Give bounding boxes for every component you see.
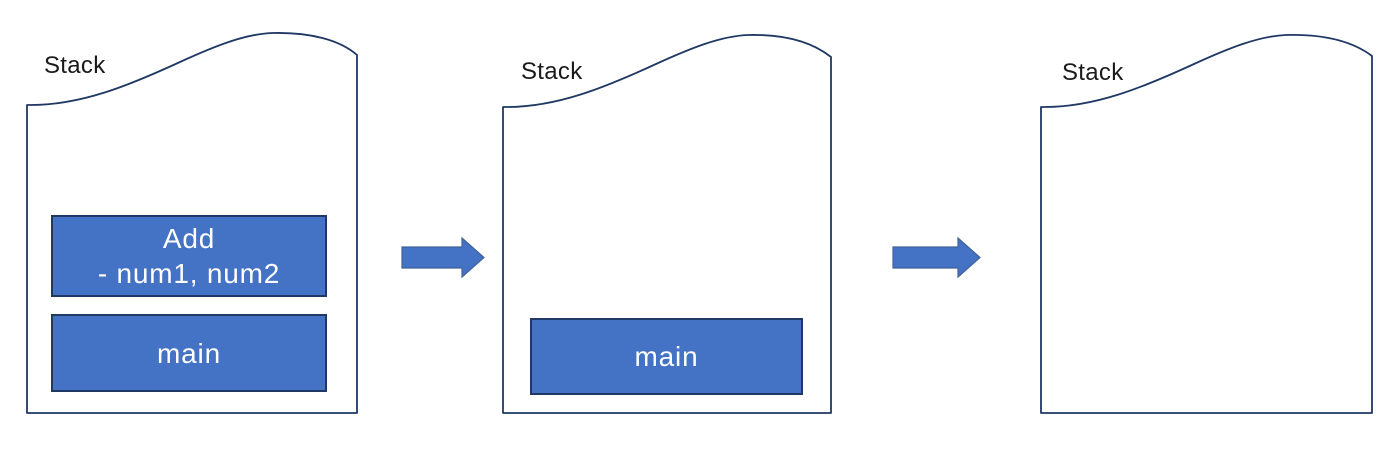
stack-label-2: Stack (521, 58, 583, 85)
stack-label-3: Stack (1062, 59, 1124, 86)
stack-frame-title: Add (162, 223, 216, 254)
stack-frame-title: main (634, 341, 699, 372)
stack-frame-main-1: main (51, 314, 327, 392)
stack-frame-detail: - num1, num2 (97, 258, 281, 289)
right-block-arrow-icon (401, 236, 485, 279)
stack-container-shape-3 (1040, 34, 1373, 414)
stack-frame-main-2: main (530, 318, 803, 395)
stack-frame-add: Add - num1, num2 (51, 215, 327, 297)
right-block-arrow-icon (892, 236, 981, 279)
stack-frame-title: main (157, 337, 221, 369)
stack-label-1: Stack (44, 52, 106, 79)
